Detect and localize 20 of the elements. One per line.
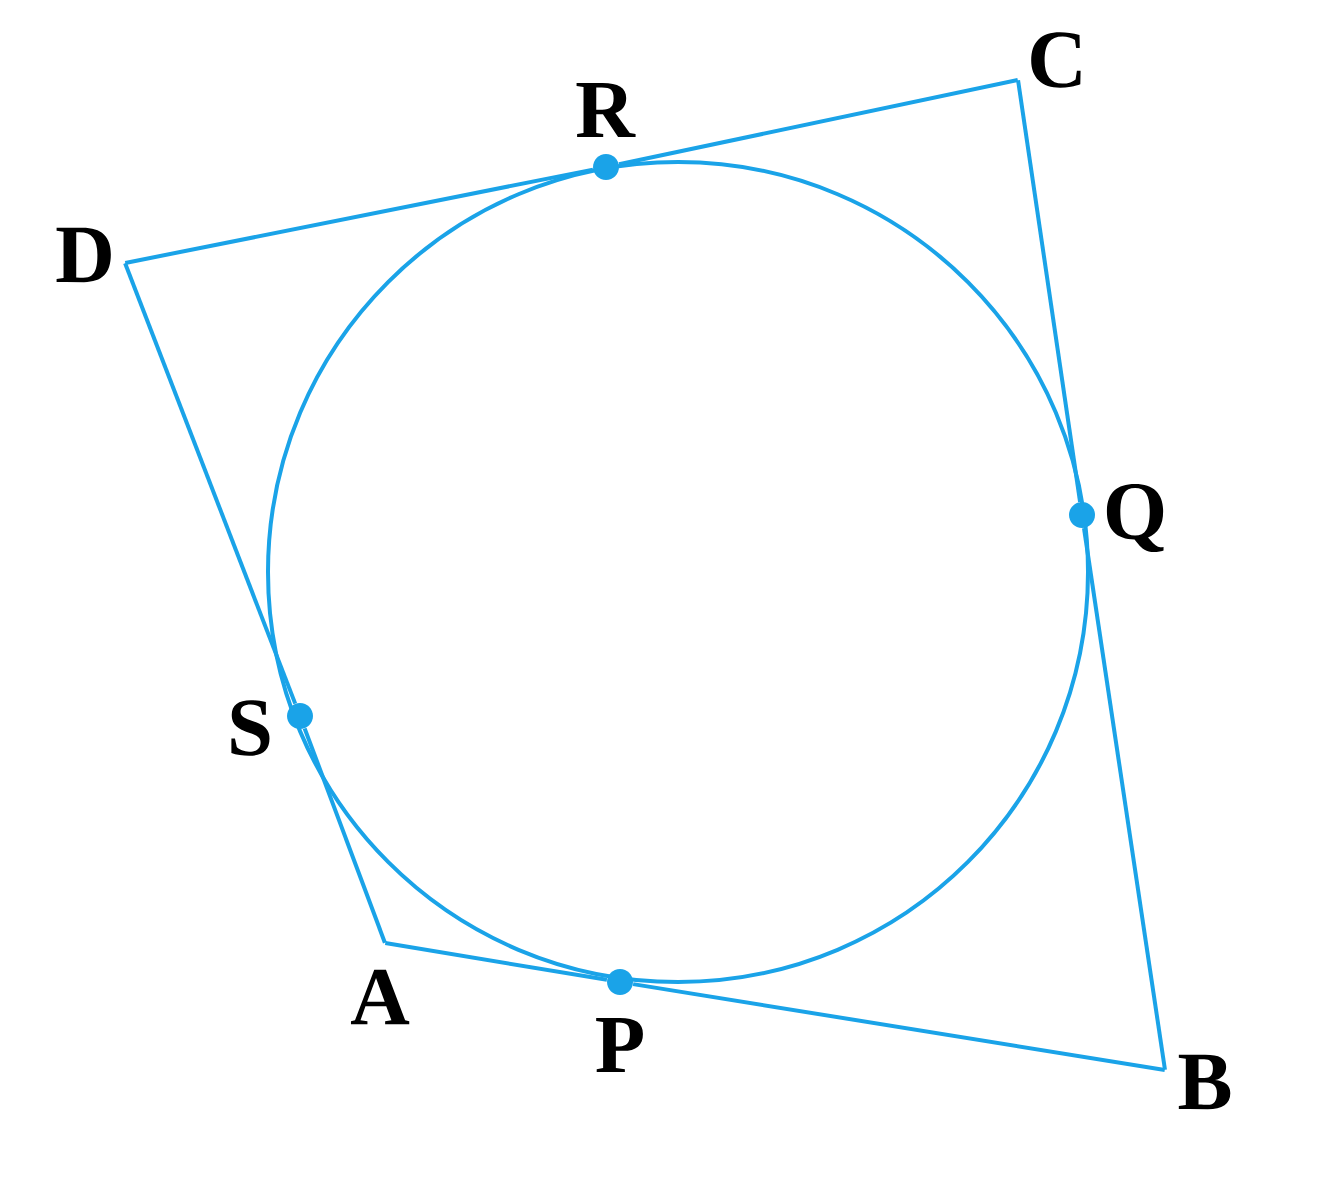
tangent-point: R xyxy=(576,82,636,180)
node-label: P xyxy=(596,1017,643,1073)
node-label: S xyxy=(231,700,270,756)
vertex-label: B xyxy=(1178,1054,1231,1110)
node-label: Q xyxy=(1106,483,1164,553)
vertex-label: C xyxy=(1031,32,1081,88)
polygon-side xyxy=(123,262,298,705)
polygon-side xyxy=(1082,527,1167,1071)
polygon-side xyxy=(124,167,594,265)
tangent-point: Q xyxy=(1069,483,1164,553)
polygon-side xyxy=(618,78,1019,167)
vertex-label: A xyxy=(350,969,410,1025)
polygon-side xyxy=(302,727,387,944)
tangent-point: P xyxy=(596,969,643,1073)
tangent-point: S xyxy=(231,700,313,756)
polygon-side xyxy=(384,941,608,982)
vertex-label: D xyxy=(56,227,111,283)
node-label: R xyxy=(576,82,636,138)
polygon-side xyxy=(1016,79,1083,503)
polygon-side xyxy=(632,982,1166,1072)
